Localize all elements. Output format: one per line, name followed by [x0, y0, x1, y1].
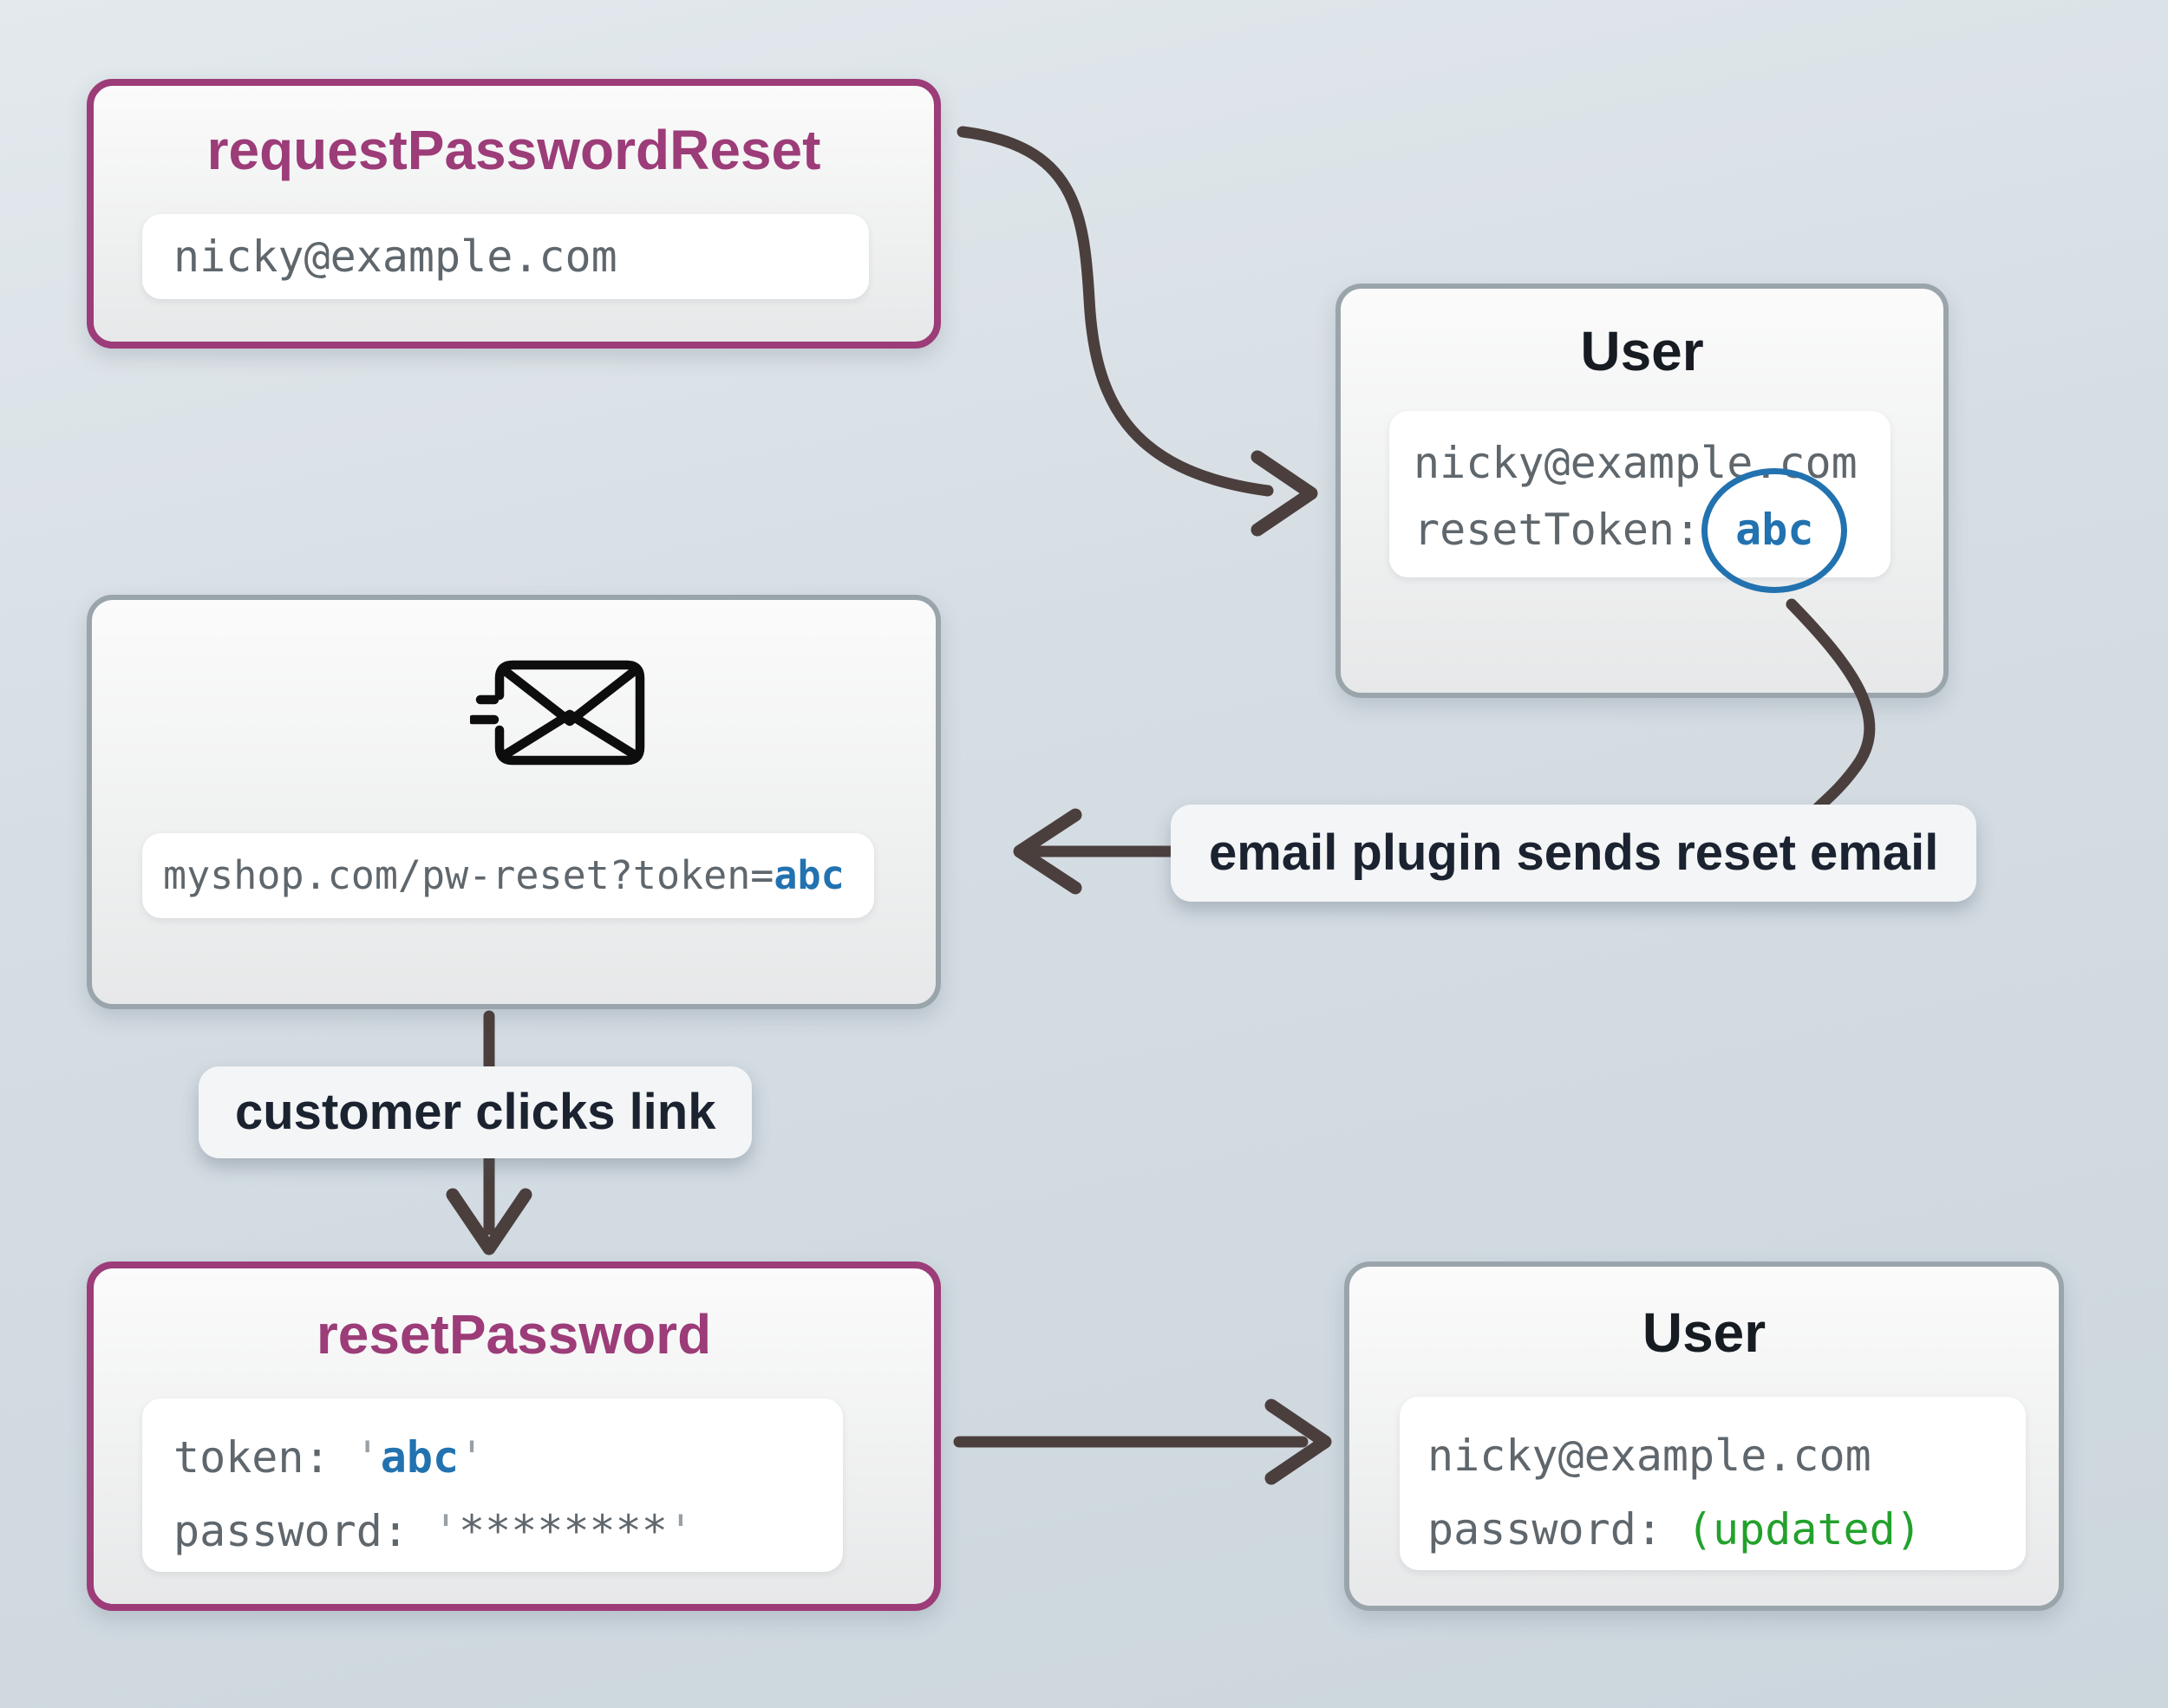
reset-url-prefix: myshop.com/pw-reset?token= — [163, 852, 774, 898]
token-value: abc — [380, 1432, 460, 1483]
token-key: token: — [173, 1432, 330, 1483]
reset-token-key: resetToken: — [1414, 505, 1701, 555]
close-quote: ' — [459, 1432, 486, 1483]
send-email-icon — [470, 660, 645, 766]
envelope-flap-bottom — [498, 709, 642, 761]
user-top-title: User — [1580, 320, 1704, 382]
reset-url-field: myshop.com/pw-reset?token=abc — [142, 833, 874, 918]
request-password-reset-box: requestPasswordReset nicky@example.com — [87, 79, 941, 349]
request-email-value: nicky@example.com — [173, 231, 617, 282]
open-quote: ' — [354, 1432, 381, 1483]
reset-params-field: token:'abc' password:'********' — [142, 1398, 843, 1572]
pw-close-quote: ' — [667, 1506, 694, 1556]
pw-open-quote: ' — [432, 1506, 460, 1556]
user-top-box: User nicky@example.com resetToken:abc — [1335, 284, 1949, 698]
envelope-flap-top — [498, 664, 642, 727]
reset-box-title: resetPassword — [316, 1303, 712, 1366]
user-bottom-title: User — [1642, 1301, 1766, 1364]
password-key: password: — [173, 1506, 408, 1556]
token-highlight-circle — [1701, 468, 1847, 593]
user-bottom-box: User nicky@example.com password: (updated… — [1344, 1261, 2064, 1611]
request-box-title: requestPasswordReset — [206, 119, 821, 181]
user-bottom-email: nicky@example.com — [1427, 1431, 1871, 1481]
reset-password-box: resetPassword token:'abc' password:'****… — [87, 1261, 941, 1611]
arrow-label-to-email-head — [1013, 808, 1082, 895]
email-plugin-label: email plugin sends reset email — [1171, 805, 1977, 902]
user-password-key: password: — [1427, 1504, 1662, 1555]
password-value: ******** — [459, 1506, 668, 1556]
request-email-field: nicky@example.com — [142, 214, 869, 299]
arrow-request-to-user-head — [1251, 450, 1318, 537]
arrow-request-to-user — [957, 126, 1274, 497]
customer-clicks-label: customer clicks link — [199, 1066, 753, 1158]
arrow-email-to-reset-head — [446, 1188, 532, 1255]
user-bottom-field: nicky@example.com password: (updated) — [1400, 1397, 2026, 1570]
user-password-value: (updated) — [1686, 1504, 1922, 1555]
arrow-reset-to-user-head — [1264, 1398, 1332, 1485]
reset-url-token: abc — [774, 852, 845, 898]
